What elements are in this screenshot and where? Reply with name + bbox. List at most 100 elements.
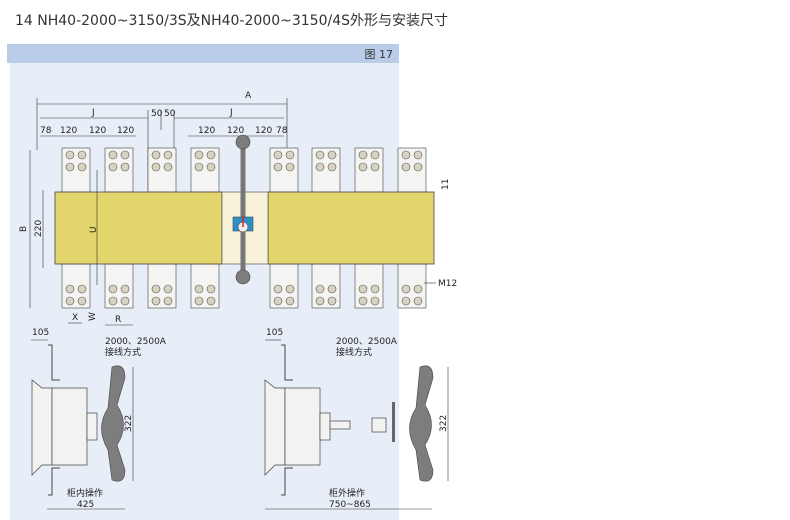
- bolt-icon: [327, 162, 337, 172]
- bolt-icon: [163, 150, 173, 160]
- dim-105: 105: [266, 328, 283, 338]
- bolt-icon: [413, 284, 423, 294]
- bolt-icon: [194, 150, 204, 160]
- bolt-icon: [108, 284, 118, 294]
- dim-depth: 425: [77, 500, 94, 510]
- bolt-icon: [273, 162, 283, 172]
- bolt-icon: [370, 284, 380, 294]
- dim-220: 220: [34, 220, 44, 237]
- thread-label-M12: M12: [438, 279, 457, 289]
- dim-322: 322: [439, 415, 449, 432]
- bolt-icon: [413, 296, 423, 306]
- bolt-icon: [206, 284, 216, 294]
- bolt-icon: [108, 162, 118, 172]
- bolt-icon: [206, 296, 216, 306]
- bolt-icon: [273, 296, 283, 306]
- bolt-icon: [327, 284, 337, 294]
- bolt-icon: [65, 162, 75, 172]
- dim-120: 120: [117, 126, 134, 136]
- bolt-icon: [120, 150, 130, 160]
- dim-120: 120: [89, 126, 106, 136]
- dim-120: 120: [60, 126, 77, 136]
- bolt-icon: [401, 284, 411, 294]
- bolt-icon: [108, 296, 118, 306]
- bolt-icon: [163, 162, 173, 172]
- bolt-icon: [65, 284, 75, 294]
- wiring-note-method: 接线方式: [336, 346, 372, 358]
- dim-120: 120: [227, 126, 244, 136]
- wiring-note-method: 接线方式: [105, 346, 141, 358]
- bolt-icon: [358, 296, 368, 306]
- bolt-icon: [358, 162, 368, 172]
- bolt-icon: [151, 150, 161, 160]
- bolt-icon: [285, 284, 295, 294]
- handle: [101, 365, 126, 482]
- bolt-icon: [358, 284, 368, 294]
- dim-120: 120: [198, 126, 215, 136]
- dim-78-left: 78: [40, 126, 52, 136]
- operation-mode: 柜内操作: [67, 487, 103, 499]
- bolt-icon: [163, 296, 173, 306]
- dim-J-right: J: [229, 108, 233, 118]
- bolt-icon: [206, 150, 216, 160]
- bolt-icon: [77, 284, 87, 294]
- dim-W: W: [88, 312, 98, 321]
- bolt-icon: [151, 296, 161, 306]
- bolt-icon: [401, 150, 411, 160]
- dim-105: 105: [32, 328, 49, 338]
- bolt-icon: [120, 162, 130, 172]
- bolt-icon: [413, 150, 423, 160]
- bolt-icon: [401, 162, 411, 172]
- bolt-icon: [77, 296, 87, 306]
- page-title: 14 NH40-2000~3150/3S及NH40-2000~3150/4S外形…: [15, 13, 448, 29]
- side-view-inner: 105 2000、2500A 接线方式 322 柜内操作 425: [31, 328, 167, 510]
- dim-B: B: [19, 226, 29, 232]
- bolt-icon: [273, 284, 283, 294]
- bolt-icon: [65, 296, 75, 306]
- bolt-icon: [370, 296, 380, 306]
- bolt-icon: [401, 296, 411, 306]
- side-view-outer: 105 2000、2500A 接线方式 322 柜外操作 750~865: [264, 328, 449, 510]
- dim-322: 322: [124, 415, 134, 432]
- bolt-icon: [370, 162, 380, 172]
- bolt-icon: [285, 162, 295, 172]
- bolt-icon: [315, 284, 325, 294]
- figure-label: 图 17: [364, 48, 394, 61]
- bolt-icon: [151, 162, 161, 172]
- bolt-icon: [194, 284, 204, 294]
- bolt-icon: [370, 150, 380, 160]
- handle: [409, 365, 434, 482]
- handle-knob: [235, 134, 251, 150]
- bolt-icon: [194, 162, 204, 172]
- operation-mode: 柜外操作: [329, 487, 365, 499]
- bolt-icon: [315, 296, 325, 306]
- switch-top-view: [54, 134, 435, 309]
- bolt-icon: [77, 162, 87, 172]
- handle-knob: [235, 269, 251, 285]
- right-switch-body: [267, 191, 435, 265]
- bolt-icon: [120, 284, 130, 294]
- bolt-icon: [206, 162, 216, 172]
- dim-A: A: [245, 91, 252, 101]
- bolt-icon: [151, 284, 161, 294]
- dim-11: 11: [441, 179, 451, 190]
- bolt-icon: [327, 296, 337, 306]
- wiring-note-current: 2000、2500A: [105, 337, 167, 347]
- dim-depth: 750~865: [329, 500, 371, 510]
- bolt-icon: [315, 162, 325, 172]
- dim-X: X: [72, 313, 78, 323]
- bolt-icon: [273, 150, 283, 160]
- bolt-icon: [108, 150, 118, 160]
- bolt-icon: [77, 150, 87, 160]
- dim-J-left: J: [91, 108, 95, 118]
- bolt-icon: [327, 150, 337, 160]
- top-dimensions: A J J 50 50 78 120 120 120 120 120 120 7…: [36, 91, 288, 190]
- dim-50-b: 50: [164, 109, 176, 119]
- dim-120: 120: [255, 126, 272, 136]
- bolt-icon: [163, 284, 173, 294]
- dim-R: R: [115, 315, 121, 325]
- bolt-icon: [358, 150, 368, 160]
- bolt-icon: [120, 296, 130, 306]
- dim-U: U: [89, 226, 99, 233]
